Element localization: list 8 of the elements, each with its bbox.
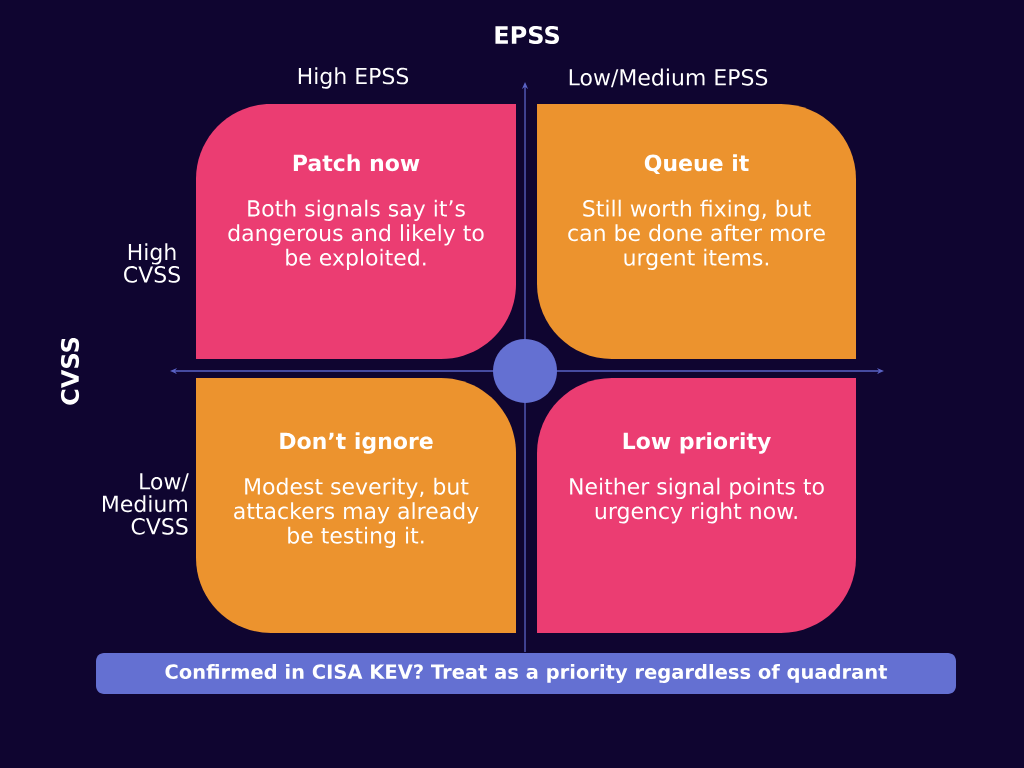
axis-title: CVSS (60, 337, 80, 405)
quadrant-box: Low priority Neither signal points to urgency right now. (537, 378, 856, 633)
quadrant-box: Queue it Still worth fixing, but can be done after more urgent items. (537, 104, 856, 359)
quadrant-box: Don’t ignore Modest severity, but attackers may already be testing it. (196, 378, 516, 633)
column-label: Low/Medium EPSS (569, 68, 768, 88)
axis-title: EPSS (495, 25, 559, 45)
quadrant-box: Patch now Both signals say it’s dangerous and likely to be exploited. (196, 104, 516, 359)
note-banner: Confirmed in CISA KEV? Treat as a priority regardless of quadrant (96, 653, 956, 694)
